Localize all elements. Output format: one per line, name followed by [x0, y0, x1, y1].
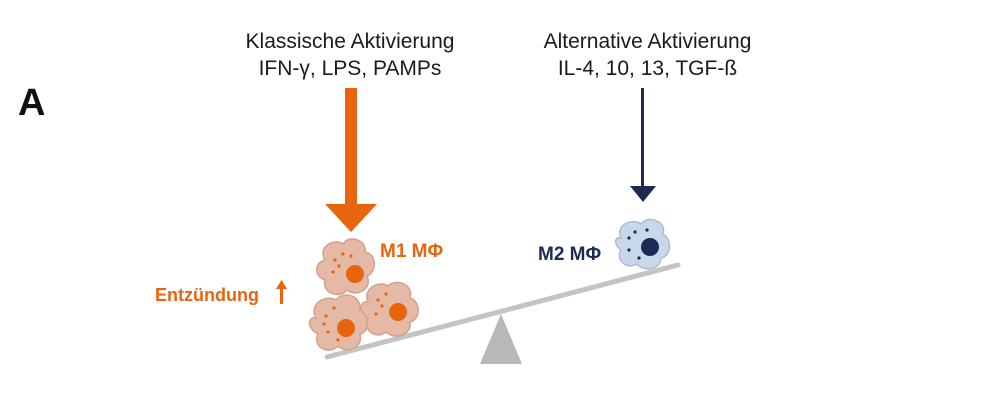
fulcrum-triangle [480, 314, 522, 364]
m2-macrophage-label: M2 MΦ [538, 244, 602, 265]
inflammation-label: Entzündung [155, 285, 259, 305]
classical-activation-label: Klassische Aktivierung IFN-γ, LPS, PAMPs [210, 28, 490, 82]
alternative-activation-title: Alternative Aktivierung [543, 30, 752, 53]
m2-macrophage-cell [615, 218, 671, 270]
alternative-activation-arrow [630, 88, 656, 202]
alternative-activation-label: Alternative Aktivierung IL-4, 10, 13, TG… [505, 28, 790, 82]
m1-macrophage-cell [316, 238, 375, 296]
m1-macrophage-cell [360, 281, 419, 337]
m1-macrophage-cell [308, 294, 369, 351]
balance-beam [324, 262, 681, 360]
m1-macrophage-label: M1 MΦ [380, 241, 444, 262]
classical-activation-stimuli: IFN-γ, LPS, PAMPs [258, 57, 442, 80]
classical-activation-arrow [325, 88, 377, 232]
increase-arrow-icon [276, 280, 287, 304]
classical-activation-title: Klassische Aktivierung [245, 30, 455, 53]
panel-letter: A [18, 82, 46, 124]
alternative-activation-stimuli: IL-4, 10, 13, TGF-ß [557, 57, 738, 80]
